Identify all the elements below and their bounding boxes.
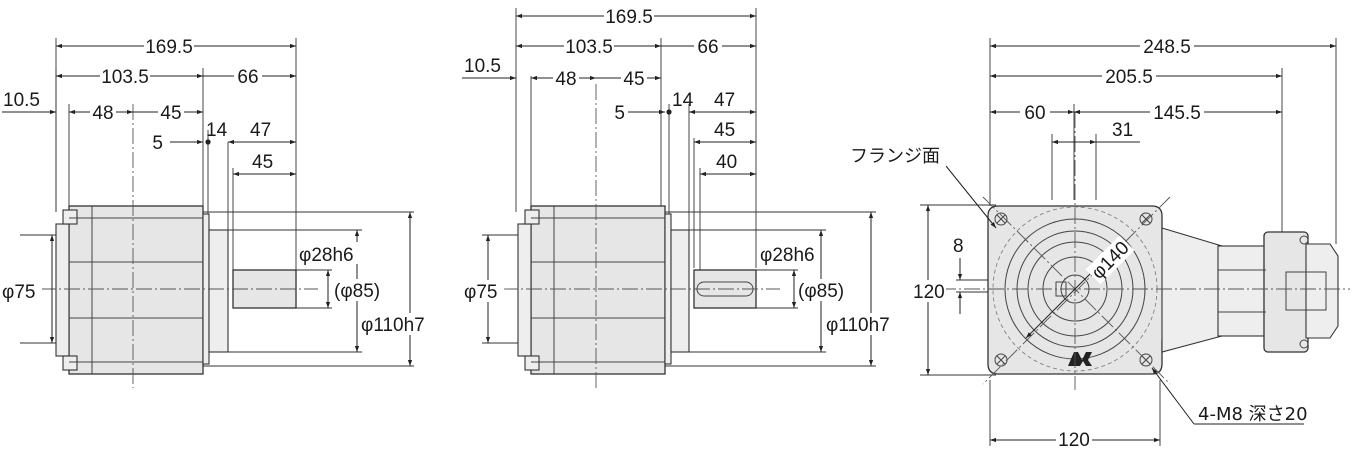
middle-step-dot xyxy=(666,109,672,115)
middle-motor-body xyxy=(530,205,666,375)
left-top-tab xyxy=(62,209,78,225)
left-dim-seg-b: 45 xyxy=(160,103,181,124)
bolt-hole-top-left xyxy=(994,212,1008,226)
right-dim-height: 120 xyxy=(913,282,945,303)
left-bottom-tab xyxy=(62,355,78,371)
left-dim-shaft-total: 47 xyxy=(250,120,271,141)
left-body-edges xyxy=(69,206,203,374)
right-dim-center-right: 145.5 xyxy=(1153,103,1201,124)
left-rear-flange xyxy=(55,223,70,357)
left-dim-seg-a: 48 xyxy=(92,103,113,124)
left-dim-shaft-ref: (φ85) xyxy=(334,281,380,302)
left-side-view: 169.5 103.5 66 10.5 48 45 5 14 47 45 φ75… xyxy=(0,34,444,388)
left-dim-flange-dia: φ110h7 xyxy=(361,315,425,336)
right-transition xyxy=(1161,227,1223,353)
middle-dim-body: 103.5 xyxy=(565,37,613,58)
right-dim-key-width: 8 xyxy=(953,236,964,257)
middle-dim-flange-dia: φ110h7 xyxy=(826,315,890,336)
brand-logo-mark xyxy=(1068,352,1092,366)
left-collar xyxy=(208,229,229,353)
middle-bottom-tab xyxy=(524,355,540,371)
left-dim-shaft-dia: φ28h6 xyxy=(299,245,354,266)
middle-dim-collar: 14 xyxy=(672,90,694,111)
right-dim-width: 120 xyxy=(1058,430,1090,451)
right-connector-cap xyxy=(1305,243,1339,339)
middle-dim-seg-b: 45 xyxy=(623,69,644,90)
right-leaders xyxy=(945,165,1304,425)
middle-dim-shaft-dia: φ28h6 xyxy=(760,245,815,266)
left-motor-body xyxy=(68,205,204,375)
right-dim-center-left: 60 xyxy=(1024,103,1045,124)
middle-side-view: 169.5 103.5 66 10.5 48 45 5 14 47 45 40 … xyxy=(462,4,909,388)
middle-dim-output: 66 xyxy=(697,37,718,58)
right-rear-housing xyxy=(1217,245,1267,337)
left-dim-overall: 169.5 xyxy=(145,37,193,58)
bolt-hole-top-right xyxy=(1139,212,1153,226)
middle-dim-pilot: φ75 xyxy=(464,282,497,303)
middle-dim-step: 5 xyxy=(614,103,625,124)
tapped-holes-label: 4-M8 深さ20 xyxy=(1198,404,1308,425)
right-dim-offset: 31 xyxy=(1112,120,1133,141)
middle-dim-shaft-ref: (φ85) xyxy=(798,281,844,302)
right-dim-overall: 248.5 xyxy=(1143,37,1191,58)
left-step-dot xyxy=(205,139,211,145)
left-dim-pilot: φ75 xyxy=(2,282,35,303)
left-dim-flange-offset: 10.5 xyxy=(3,90,40,111)
left-dim-step: 5 xyxy=(152,133,163,154)
left-dim-output: 66 xyxy=(237,67,258,88)
right-dim-mid: 205.5 xyxy=(1105,67,1153,88)
middle-dim-shaft: 45 xyxy=(714,120,735,141)
middle-dim-shaft-total: 47 xyxy=(714,90,735,111)
middle-dim-seg-a: 48 xyxy=(555,69,576,90)
middle-keyway xyxy=(696,281,754,297)
flange-face-label: フランジ面 xyxy=(850,146,940,167)
right-connector-details xyxy=(1218,235,1327,349)
left-dim-body: 103.5 xyxy=(101,67,149,88)
right-front-view: 248.5 205.5 60 145.5 31 フランジ面 8 120 φ140… xyxy=(850,34,1350,451)
middle-top-tab xyxy=(524,209,540,225)
middle-dim-flange-offset: 10.5 xyxy=(464,56,501,77)
middle-body-edges xyxy=(531,206,665,374)
middle-rear-flange xyxy=(517,223,532,357)
middle-collar xyxy=(670,229,690,353)
left-dim-shaft: 45 xyxy=(252,152,273,173)
left-dim-collar: 14 xyxy=(206,120,228,141)
middle-dim-overall: 169.5 xyxy=(605,7,653,28)
middle-dim-key: 40 xyxy=(716,152,737,173)
